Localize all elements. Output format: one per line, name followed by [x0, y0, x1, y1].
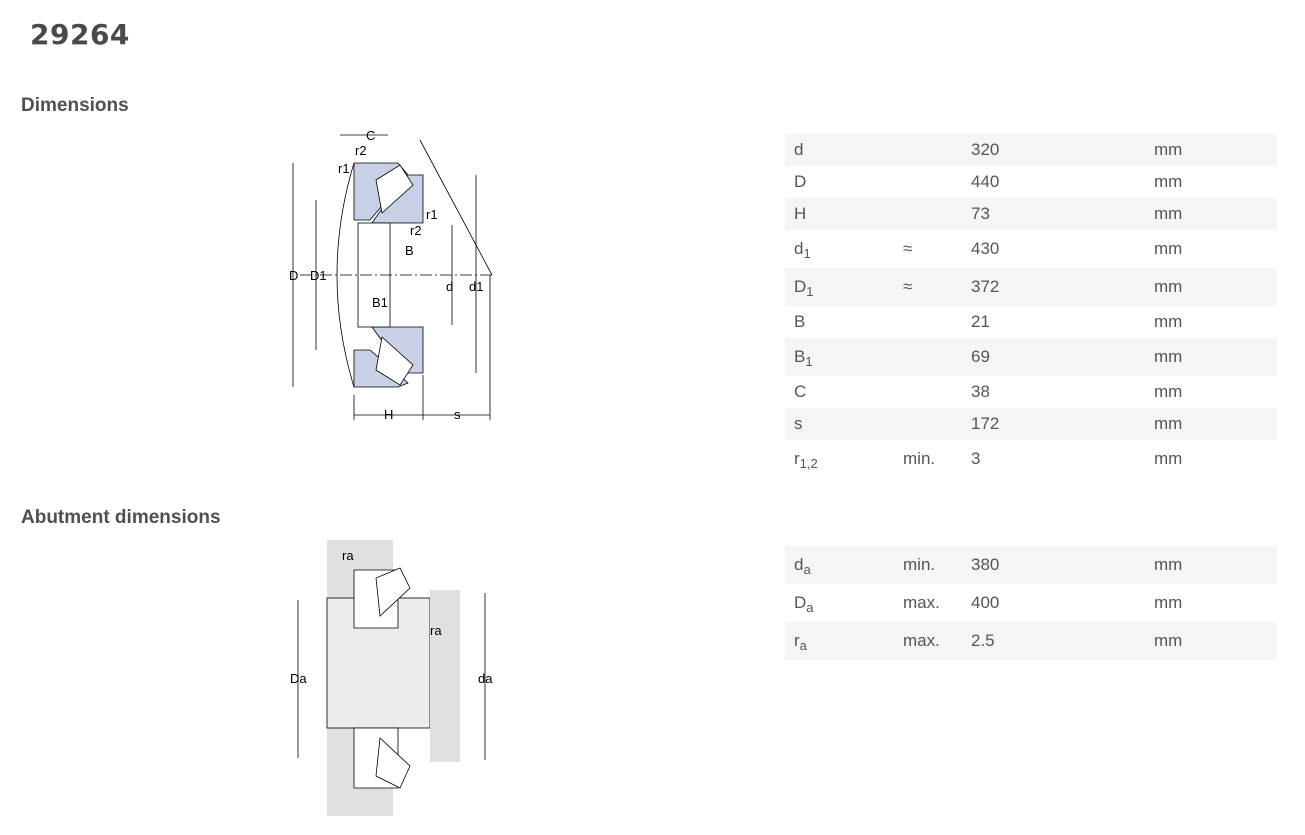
table-row: da min. 380 mm	[785, 546, 1277, 584]
label-r1-inner: r1	[426, 207, 438, 222]
value: 320	[971, 134, 1154, 166]
table-row: d1 ≈ 430 mm	[785, 230, 1277, 268]
symbol: ra	[785, 622, 903, 660]
table-row: B 21 mm	[785, 306, 1277, 338]
abutment-heading: Abutment dimensions	[21, 507, 221, 528]
table-row: D1 ≈ 372 mm	[785, 268, 1277, 306]
table-row: s 172 mm	[785, 408, 1277, 440]
value: 73	[971, 198, 1154, 230]
table-row: B1 69 mm	[785, 338, 1277, 376]
value: 2.5	[971, 622, 1154, 660]
dimensions-heading: Dimensions	[21, 95, 129, 116]
label-d: d	[446, 279, 453, 294]
label-s: s	[454, 407, 461, 422]
qualifier: max.	[903, 622, 971, 660]
table-row: ra max. 2.5 mm	[785, 622, 1277, 660]
label-D: D	[289, 268, 298, 283]
qualifier	[903, 134, 971, 166]
unit: mm	[1154, 198, 1277, 230]
unit: mm	[1154, 312, 1183, 331]
value: 21	[971, 312, 990, 331]
symbol: D1	[785, 268, 903, 306]
qualifier: min.	[903, 546, 971, 584]
qualifier: ≈	[903, 268, 971, 306]
label-B1: B1	[372, 295, 388, 310]
symbol: r1,2	[794, 449, 818, 471]
qualifier	[903, 306, 971, 338]
label-ra: ra	[342, 548, 354, 563]
label-B: B	[405, 243, 414, 258]
table-row: D 440 mm	[785, 166, 1277, 198]
unit: mm	[1154, 593, 1183, 612]
symbol: B	[794, 312, 806, 331]
value: 3	[971, 449, 981, 468]
symbol: B1	[785, 338, 903, 376]
symbol: H	[785, 198, 903, 230]
qualifier: min.	[903, 449, 936, 468]
qualifier	[903, 338, 971, 376]
symbol: d	[785, 134, 903, 166]
table-row: r1,2 min. 3 mm	[785, 440, 1277, 478]
value: 172	[971, 408, 1154, 440]
unit: mm	[1154, 239, 1183, 258]
symbol: C	[794, 382, 807, 401]
label-Da: Da	[290, 671, 307, 686]
value: 69	[971, 338, 1154, 376]
symbol: d1	[794, 239, 811, 261]
unit: mm	[1154, 449, 1183, 468]
label-D1: D1	[310, 268, 327, 283]
qualifier	[903, 198, 971, 230]
symbol: da	[785, 546, 903, 584]
qualifier: ≈	[903, 239, 913, 258]
unit: mm	[1154, 382, 1183, 401]
unit: mm	[1154, 172, 1183, 191]
abutment-drawing: ra ra Da da	[290, 540, 493, 816]
qualifier	[903, 408, 971, 440]
value: 38	[971, 382, 990, 401]
unit: mm	[1154, 134, 1277, 166]
label-r2-inner: r2	[410, 223, 422, 238]
value: 372	[971, 268, 1154, 306]
qualifier	[903, 166, 971, 198]
unit: mm	[1154, 622, 1277, 660]
value: 430	[971, 239, 1000, 258]
unit: mm	[1154, 338, 1277, 376]
table-row: Da max. 400 mm	[785, 584, 1277, 622]
label-ra-inner: ra	[430, 623, 442, 638]
label-d1: d1	[469, 279, 483, 294]
table-row: C 38 mm	[785, 376, 1277, 408]
qualifier	[903, 376, 971, 408]
value: 400	[971, 593, 1000, 612]
bearing-dimensions-drawing: C r2 r1 r1 r2 B D D1 d d1 B1 H s	[289, 128, 495, 422]
symbol: s	[785, 408, 903, 440]
label-r1: r1	[338, 161, 350, 176]
symbol: D	[794, 172, 807, 191]
unit: mm	[1154, 546, 1277, 584]
qualifier: max.	[903, 593, 940, 612]
label-C: C	[366, 128, 375, 143]
page-title: 29264	[30, 18, 130, 51]
value: 440	[971, 172, 1000, 191]
table-row: d 320 mm	[785, 134, 1277, 166]
label-r2: r2	[355, 143, 367, 158]
label-da: da	[478, 671, 493, 686]
label-H: H	[384, 407, 393, 422]
unit: mm	[1154, 268, 1277, 306]
table-row: H 73 mm	[785, 198, 1277, 230]
value: 380	[971, 546, 1154, 584]
unit: mm	[1154, 408, 1277, 440]
symbol: Da	[794, 593, 814, 615]
